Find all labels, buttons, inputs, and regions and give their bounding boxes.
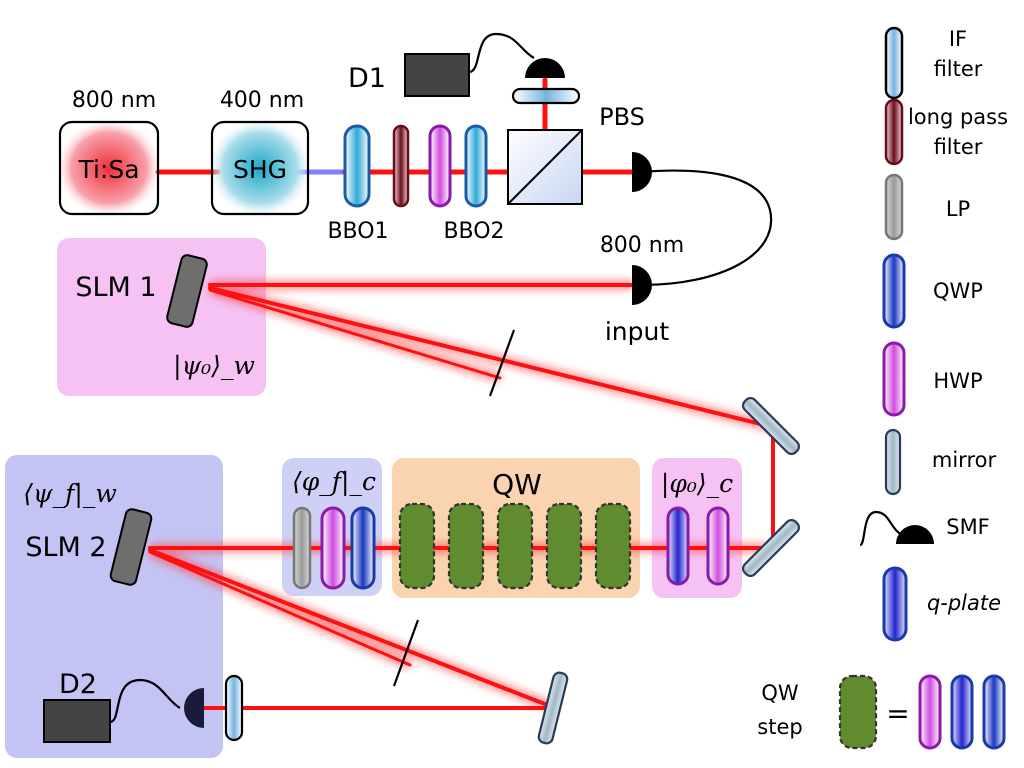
if-filter-icon bbox=[884, 26, 904, 100]
input-fiber bbox=[639, 169, 773, 287]
long-pass-filter bbox=[392, 124, 410, 208]
d1-detector bbox=[404, 53, 470, 97]
beam-block-1 bbox=[488, 329, 516, 397]
slm2-device bbox=[109, 508, 153, 586]
pbs-diagonal bbox=[507, 129, 583, 205]
hwp-icon bbox=[882, 341, 906, 417]
legend-if-line2: filter bbox=[934, 57, 983, 81]
mirror-icon bbox=[884, 428, 902, 496]
qw-step-5 bbox=[594, 502, 632, 590]
legend-longpass-line2: filter bbox=[934, 135, 983, 159]
qwp-final bbox=[350, 506, 376, 590]
bbo2-crystal bbox=[464, 124, 488, 208]
lp-final bbox=[292, 506, 312, 590]
mirror-top-right bbox=[741, 396, 801, 456]
bbo1-crystal bbox=[343, 124, 371, 208]
bbo1-label: BBO1 bbox=[327, 219, 388, 244]
shg-label: SHG bbox=[233, 155, 287, 184]
d1-fiber bbox=[468, 32, 535, 74]
slm1-device bbox=[166, 254, 208, 328]
legend-eq-qplate-icon bbox=[950, 674, 974, 750]
qw-step-2 bbox=[447, 502, 485, 590]
legend: IF filter long pass filter LP QWP HWP mi… bbox=[757, 26, 1008, 750]
legend-qplate: q-plate bbox=[927, 591, 1001, 615]
legend-qw-step-line1: QW bbox=[761, 681, 799, 705]
lp-icon bbox=[884, 173, 904, 241]
d1-coupler bbox=[525, 58, 565, 78]
legend-hwp: HWP bbox=[933, 369, 982, 393]
legend-eq-qwp-icon bbox=[982, 674, 1006, 750]
legend-mirror: mirror bbox=[932, 448, 997, 472]
input-label: input bbox=[605, 317, 670, 346]
d2-fiber bbox=[109, 678, 181, 724]
qw-step-4 bbox=[545, 502, 583, 590]
slm2-box bbox=[5, 455, 223, 758]
pump-wavelength: 400 nm bbox=[220, 88, 304, 113]
d2-detector bbox=[43, 699, 111, 743]
slm2-label: SLM 2 bbox=[25, 532, 106, 563]
wavelength-top: 800 nm bbox=[72, 88, 156, 113]
legend-eq-hwp-icon bbox=[918, 674, 942, 750]
final-state-label: ⟨φ_f|_c bbox=[292, 467, 376, 497]
laser-box bbox=[58, 120, 160, 216]
legend-equals: = bbox=[886, 697, 909, 730]
qw-steps bbox=[398, 502, 632, 590]
pbs-label: PBS bbox=[599, 103, 645, 131]
qw-label: QW bbox=[492, 468, 542, 501]
long-pass-filter-icon bbox=[884, 98, 904, 166]
initial-state-label: |φ₀⟩_c bbox=[661, 469, 733, 499]
legend-lp: LP bbox=[946, 197, 970, 221]
input-wavelength: 800 nm bbox=[600, 233, 684, 258]
d1-filter bbox=[511, 87, 581, 105]
qw-step-icon bbox=[838, 674, 878, 750]
hwp-initial bbox=[706, 506, 730, 586]
input-coupler bbox=[632, 265, 652, 305]
legend-longpass-line1: long pass bbox=[908, 105, 1008, 129]
legend-qwp: QWP bbox=[933, 279, 983, 303]
shg-box bbox=[210, 120, 310, 216]
beam-block-2 bbox=[392, 619, 420, 687]
qwp-icon bbox=[882, 253, 906, 329]
q-plate-icon bbox=[882, 566, 908, 642]
d1-label: D1 bbox=[348, 63, 386, 94]
d2-filter bbox=[224, 674, 244, 742]
qw-step-3 bbox=[496, 502, 534, 590]
slm1-state: |ψ₀⟩_w bbox=[173, 351, 255, 381]
legend-smf: SMF bbox=[946, 515, 990, 539]
qw-step-1 bbox=[398, 502, 436, 590]
slm1-label: SLM 1 bbox=[75, 272, 156, 303]
smf-icon bbox=[858, 510, 934, 547]
legend-if-line1: IF bbox=[949, 27, 967, 51]
bbo2-label: BBO2 bbox=[443, 219, 504, 244]
d2-label: D2 bbox=[59, 669, 97, 700]
laser-label: Ti:Sa bbox=[77, 155, 139, 184]
d2-coupler bbox=[184, 688, 204, 728]
mirror-bottom bbox=[537, 671, 569, 745]
hwp-final bbox=[320, 506, 346, 590]
legend-qw-step-line2: step bbox=[757, 715, 802, 739]
qplate-initial bbox=[666, 506, 690, 586]
hwp-bbo2 bbox=[428, 124, 452, 208]
slm2-state: ⟨ψ_f|_w bbox=[23, 479, 116, 509]
slm1-box bbox=[57, 238, 266, 396]
mirror-bottom-right bbox=[741, 518, 801, 578]
